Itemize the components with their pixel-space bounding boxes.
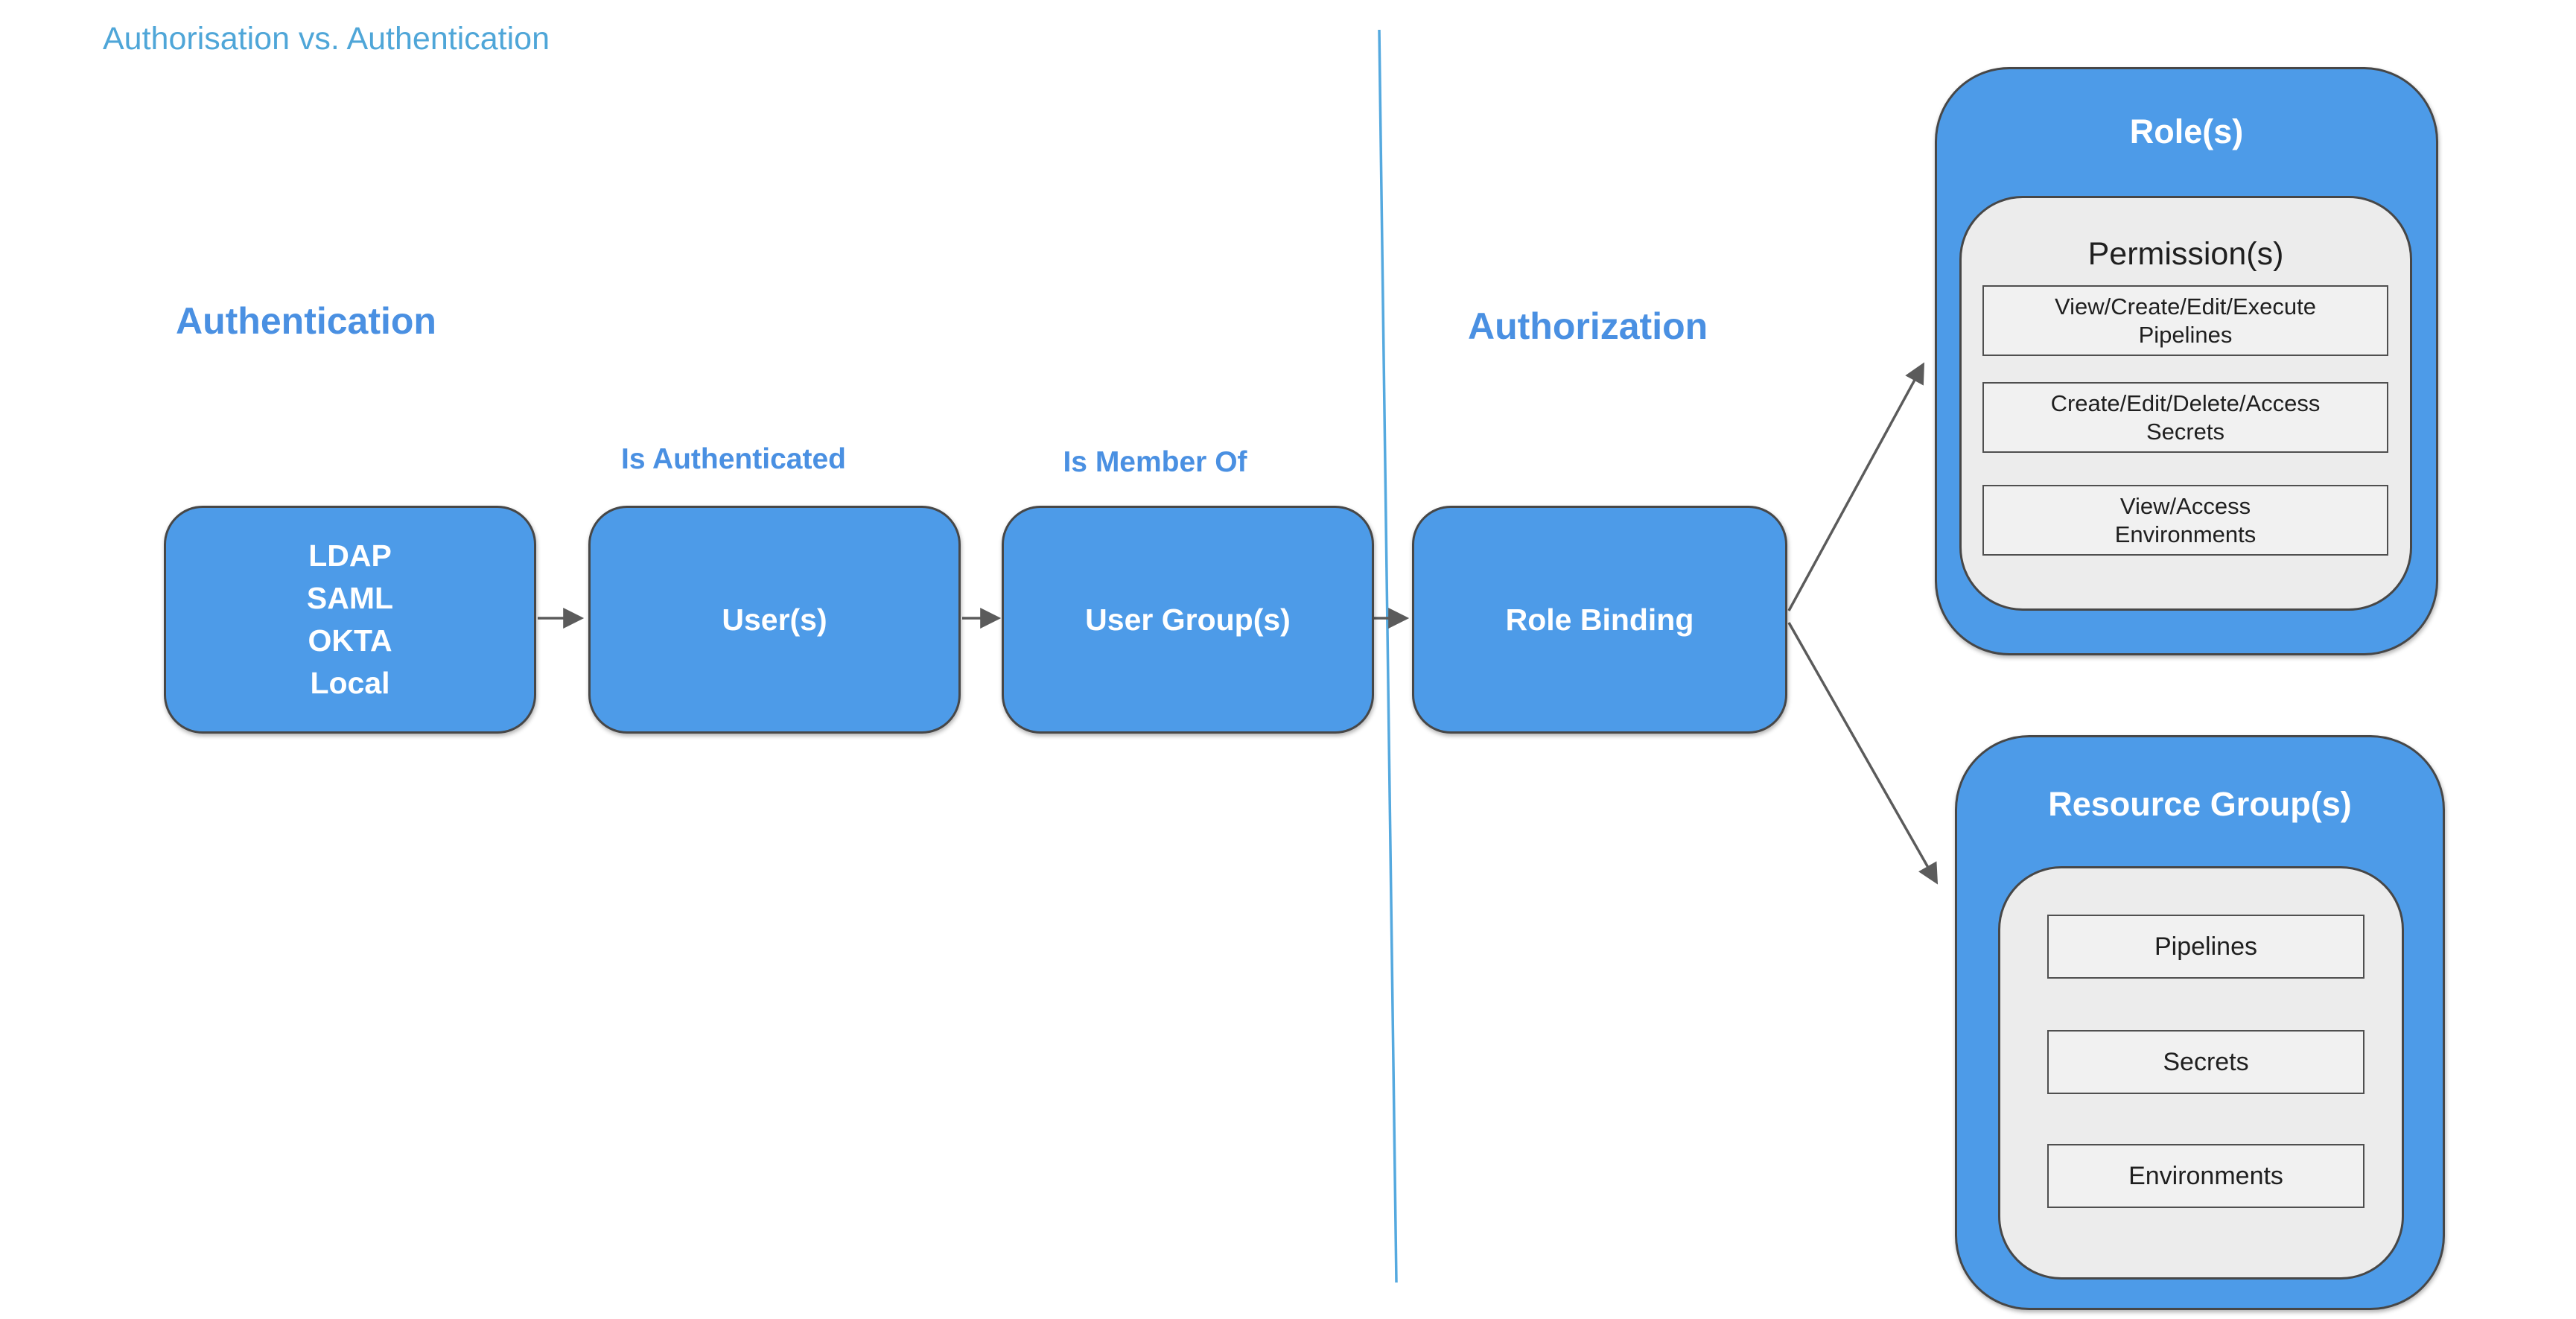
resource-groups-container: Resource Group(s) Pipelines Secrets Envi…	[1955, 735, 2445, 1310]
page-title: Authorisation vs. Authentication	[103, 21, 550, 57]
permission-item-secrets-line1: Create/Edit/Delete/Access	[2050, 390, 2321, 416]
permission-item-environments-line1: View/Access	[2119, 492, 2251, 519]
resource-item-secrets: Secrets	[2047, 1030, 2364, 1094]
permissions-title: Permission(s)	[2087, 236, 2284, 272]
edge-label-is-member-of: Is Member Of	[1063, 446, 1247, 478]
resource-item-pipelines: Pipelines	[2047, 915, 2364, 979]
permission-item-secrets-line2: Secrets	[2146, 418, 2225, 445]
roles-container: Role(s) Permission(s) View/Create/Edit/E…	[1935, 67, 2438, 655]
authorization-section-heading: Authorization	[1468, 305, 1708, 347]
permission-item-secrets: Create/Edit/Delete/Access Secrets	[1982, 382, 2388, 453]
node-users: User(s)	[588, 506, 961, 734]
node-role-binding-label: Role Binding	[1505, 602, 1694, 637]
permission-item-pipelines: View/Create/Edit/Execute Pipelines	[1982, 285, 2388, 356]
permission-item-environments: View/Access Environments	[1982, 485, 2388, 556]
node-role-binding: Role Binding	[1412, 506, 1787, 734]
resource-item-environments-label: Environments	[2128, 1162, 2283, 1190]
resource-groups-panel: Pipelines Secrets Environments	[1998, 866, 2404, 1280]
permission-item-pipelines-line1: View/Create/Edit/Execute	[2055, 293, 2316, 320]
resource-item-secrets-label: Secrets	[2163, 1048, 2249, 1076]
idp-line-ldap: LDAP	[308, 538, 392, 573]
section-divider-line	[1378, 29, 1398, 1283]
edge-label-is-authenticated: Is Authenticated	[621, 443, 846, 475]
permissions-panel: Permission(s) View/Create/Edit/Execute P…	[1959, 196, 2412, 611]
permission-item-pipelines-line2: Pipelines	[2138, 321, 2233, 348]
permission-item-environments-line2: Environments	[2114, 521, 2257, 547]
node-user-groups-label: User Group(s)	[1085, 602, 1291, 637]
roles-title: Role(s)	[2129, 112, 2244, 150]
node-users-label: User(s)	[722, 602, 827, 637]
resource-item-environments: Environments	[2047, 1144, 2364, 1208]
idp-line-saml: SAML	[306, 581, 394, 615]
idp-line-local: Local	[310, 666, 390, 700]
node-user-groups: User Group(s)	[1002, 506, 1374, 734]
arrow-role-binding-to-resource-groups	[1787, 622, 1939, 885]
arrow-role-binding-to-roles	[1787, 362, 1925, 611]
resource-groups-title: Resource Group(s)	[2048, 785, 2352, 823]
node-identity-providers: LDAP SAML OKTA Local	[164, 506, 536, 734]
authentication-section-heading: Authentication	[176, 300, 436, 342]
resource-item-pipelines-label: Pipelines	[2154, 932, 2257, 961]
idp-line-okta: OKTA	[308, 623, 392, 658]
